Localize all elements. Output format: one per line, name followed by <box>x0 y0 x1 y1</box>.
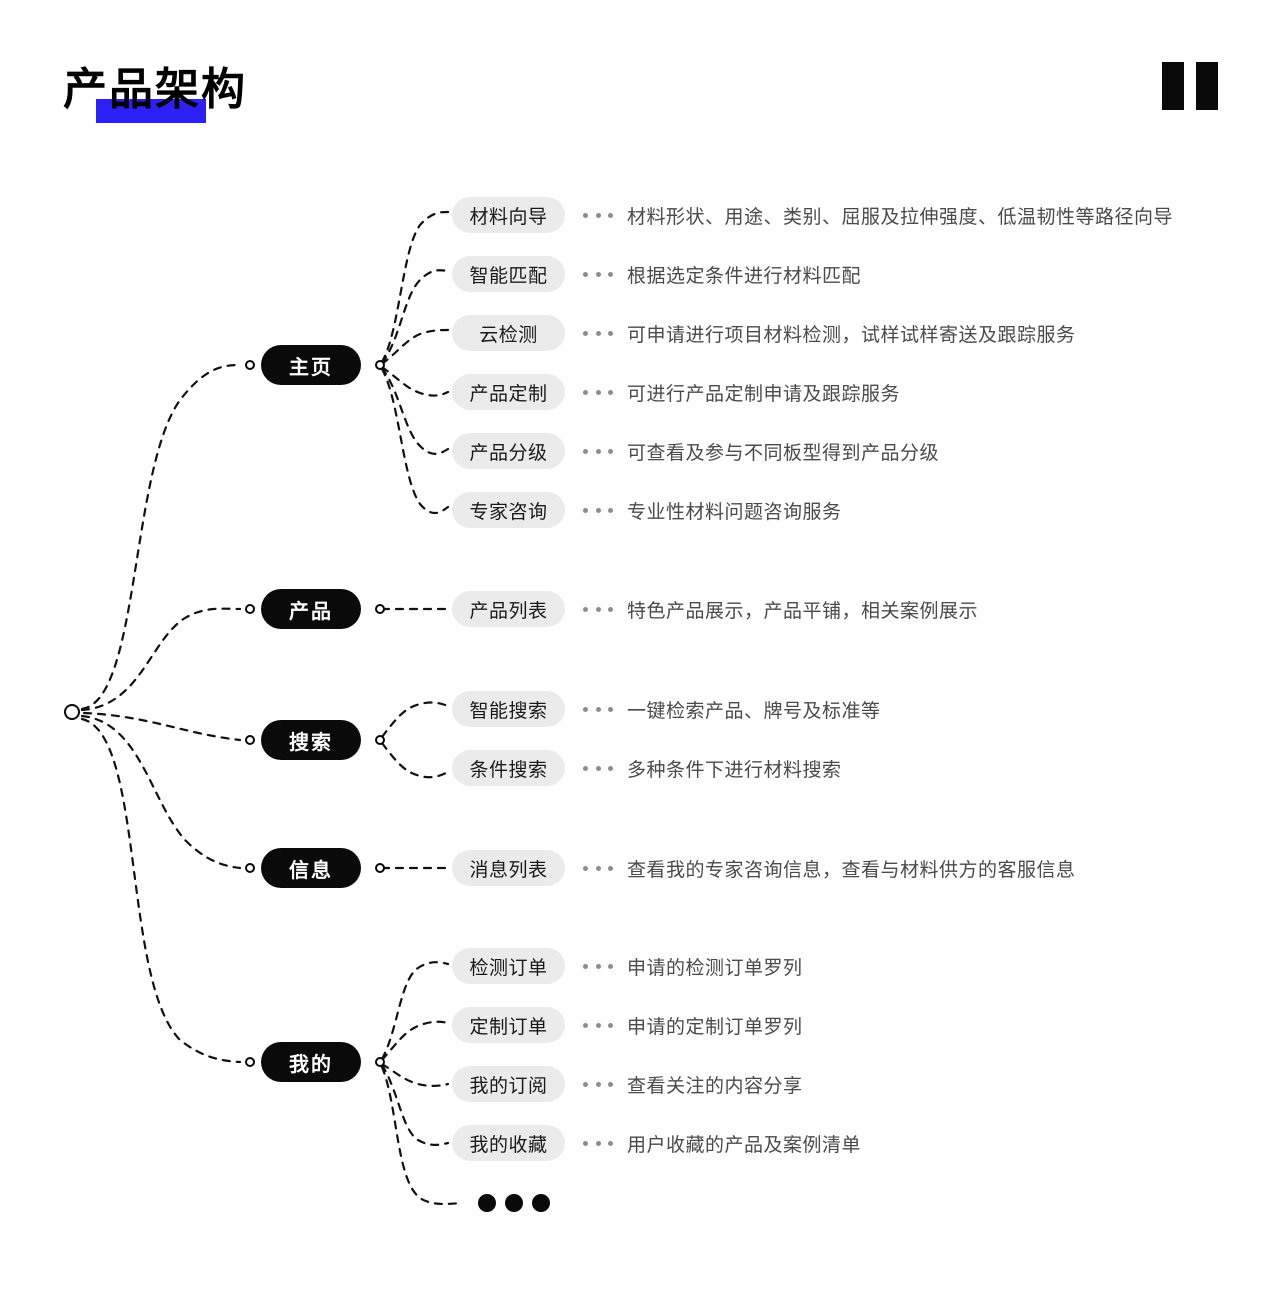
dots-separator-icon <box>583 765 613 771</box>
list-item[interactable]: 检测订单 申请的检测订单罗列 <box>452 948 803 984</box>
connector-dot-left <box>245 1057 255 1067</box>
list-item[interactable]: 定制订单 申请的定制订单罗列 <box>452 1007 803 1043</box>
page-title: 产品架构 <box>63 65 247 114</box>
title-highlight-bar <box>96 99 206 123</box>
list-item[interactable]: 专家咨询 专业性材料问题咨询服务 <box>452 492 842 528</box>
pause-icon[interactable] <box>1162 62 1218 110</box>
connector-dot-right <box>375 735 385 745</box>
connector-dot-left <box>245 360 255 370</box>
dots-separator-icon <box>583 963 613 969</box>
dots-separator-icon <box>583 507 613 513</box>
list-item[interactable]: 产品分级 可查看及参与不同板型得到产品分级 <box>452 433 939 469</box>
section-label-mine: 我的 <box>261 1042 361 1082</box>
connector-dot-left <box>245 735 255 745</box>
leaf-description: 可进行产品定制申请及跟踪服务 <box>627 383 901 405</box>
edge-mine-to-leaf-0 <box>380 961 450 1061</box>
edge-search-to-leaf-0 <box>380 701 450 739</box>
edge-root-to-home <box>80 363 242 711</box>
dots-separator-icon <box>583 1140 613 1146</box>
leaf-description: 特色产品展示，产品平铺，相关案例展示 <box>627 600 979 622</box>
leaf-description: 申请的定制订单罗列 <box>627 1016 803 1038</box>
leaf-label: 智能匹配 <box>452 256 565 292</box>
leaf-label: 我的订阅 <box>452 1066 565 1102</box>
dots-separator-icon <box>583 865 613 871</box>
edge-home-to-leaf-0 <box>380 210 450 364</box>
section-label-search: 搜索 <box>261 720 361 760</box>
mindmap-root-node[interactable] <box>64 704 80 720</box>
connector-dot-left <box>245 604 255 614</box>
dots-separator-icon <box>583 389 613 395</box>
leaf-label: 产品列表 <box>452 591 565 627</box>
leaf-description: 可申请进行项目材料检测，试样试样寄送及跟踪服务 <box>627 324 1076 346</box>
list-item[interactable]: 智能搜索 一键检索产品、牌号及标准等 <box>452 691 881 727</box>
leaf-label: 专家咨询 <box>452 492 565 528</box>
dots-separator-icon <box>583 212 613 218</box>
leaf-description: 查看关注的内容分享 <box>627 1075 803 1097</box>
leaf-label: 检测订单 <box>452 948 565 984</box>
leaf-label: 定制订单 <box>452 1007 565 1043</box>
list-item[interactable]: 消息列表 查看我的专家咨询信息，查看与材料供方的客服信息 <box>452 850 1076 886</box>
connector-dot-right <box>375 604 385 614</box>
connector-dot-right <box>375 1057 385 1067</box>
leaf-description: 用户收藏的产品及案例清单 <box>627 1134 862 1156</box>
leaf-label: 云检测 <box>452 315 565 351</box>
dots-separator-icon <box>583 706 613 712</box>
leaf-label: 条件搜索 <box>452 750 565 786</box>
list-item[interactable]: 智能匹配 根据选定条件进行材料匹配 <box>452 256 861 292</box>
dots-separator-icon <box>583 1081 613 1087</box>
leaf-description: 一键检索产品、牌号及标准等 <box>627 700 881 722</box>
leaf-label: 消息列表 <box>452 850 565 886</box>
list-item[interactable]: 材料向导 材料形状、用途、类别、屈服及拉伸强度、低温韧性等路径向导 <box>452 197 1173 233</box>
dots-separator-icon <box>583 1022 613 1028</box>
page-header: 产品架构 <box>0 0 1280 150</box>
dots-separator-icon <box>583 330 613 336</box>
list-item[interactable]: 云检测 可申请进行项目材料检测，试样试样寄送及跟踪服务 <box>452 315 1076 351</box>
list-item[interactable]: 我的订阅 查看关注的内容分享 <box>452 1066 803 1102</box>
connector-dot-left <box>245 863 255 873</box>
dots-separator-icon <box>583 448 613 454</box>
leaf-description: 申请的检测订单罗列 <box>627 957 803 979</box>
dots-separator-icon <box>583 606 613 612</box>
list-item[interactable]: 我的收藏 用户收藏的产品及案例清单 <box>452 1125 861 1161</box>
connector-dot-right <box>375 863 385 873</box>
leaf-description: 根据选定条件进行材料匹配 <box>627 265 862 287</box>
leaf-description: 专业性材料问题咨询服务 <box>627 501 842 523</box>
leaf-label: 我的收藏 <box>452 1125 565 1161</box>
section-label-info: 信息 <box>261 848 361 888</box>
list-item[interactable]: 条件搜索 多种条件下进行材料搜索 <box>452 750 842 786</box>
pause-icon-bar-left <box>1162 62 1184 110</box>
leaf-label: 智能搜索 <box>452 691 565 727</box>
leaf-description: 材料形状、用途、类别、屈服及拉伸强度、低温韧性等路径向导 <box>627 206 1174 228</box>
list-item[interactable]: 产品定制 可进行产品定制申请及跟踪服务 <box>452 374 900 410</box>
connector-dot-right <box>375 360 385 370</box>
list-item[interactable]: 产品列表 特色产品展示，产品平铺，相关案例展示 <box>452 591 978 627</box>
leaf-label: 材料向导 <box>452 197 565 233</box>
dots-separator-icon <box>583 271 613 277</box>
pause-icon-bar-right <box>1196 62 1218 110</box>
section-label-home: 主页 <box>261 345 361 385</box>
more-items-ellipsis-icon[interactable] <box>478 1193 550 1213</box>
leaf-description: 多种条件下进行材料搜索 <box>627 759 842 781</box>
leaf-label: 产品定制 <box>452 374 565 410</box>
leaf-description: 查看我的专家咨询信息，查看与材料供方的客服信息 <box>627 859 1076 881</box>
leaf-label: 产品分级 <box>452 433 565 469</box>
section-label-product: 产品 <box>261 589 361 629</box>
leaf-description: 可查看及参与不同板型得到产品分级 <box>627 442 940 464</box>
